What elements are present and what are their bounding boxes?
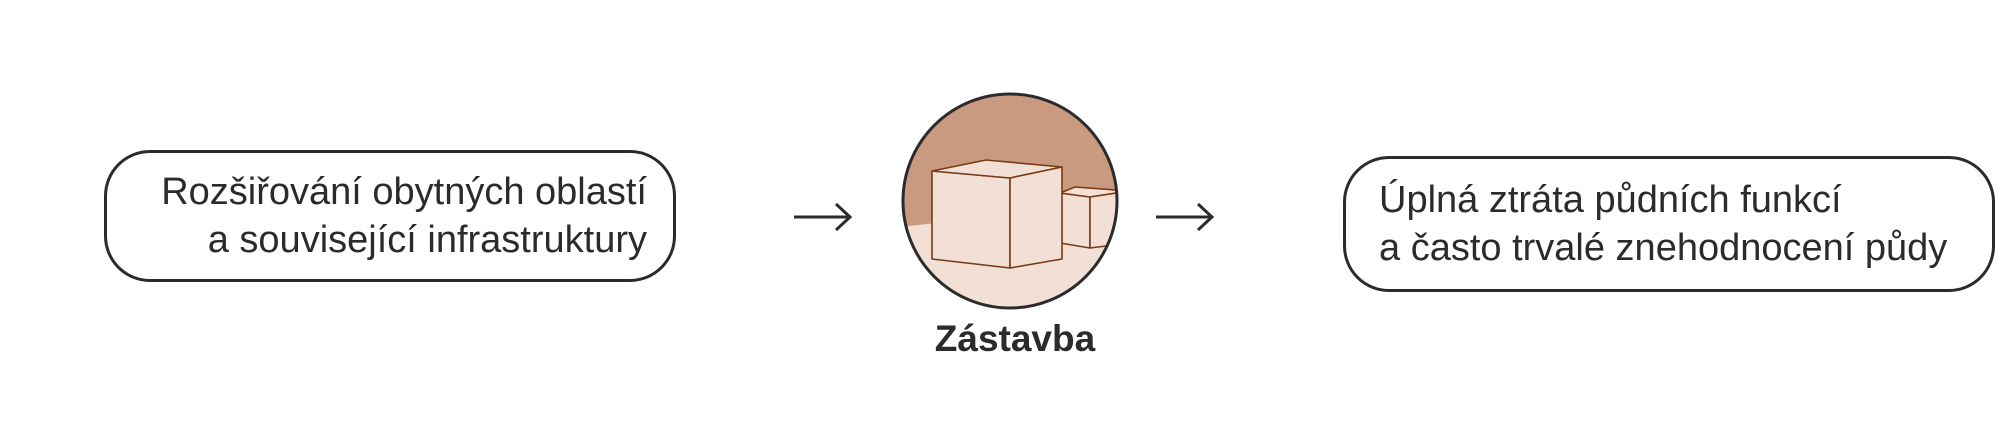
cause-box: Rozšiřování obytných oblastí a souvisejí… xyxy=(104,150,676,282)
effect-line-1: Úplná ztráta půdních funkcí xyxy=(1379,179,1842,221)
buildings-icon xyxy=(901,92,1119,310)
arrow-right-icon xyxy=(1156,202,1215,232)
effect-box: Úplná ztráta půdních funkcí a často trva… xyxy=(1343,156,1995,292)
cause-line-1: Rozšiřování obytných oblastí xyxy=(161,171,647,213)
development-icon-container xyxy=(900,91,1120,316)
effect-line-2: a často trvalé znehodnocení půdy xyxy=(1379,227,1948,269)
development-caption: Zástavba xyxy=(934,318,1096,359)
cause-line-2: a související infrastruktury xyxy=(207,219,647,261)
arrow-right-icon xyxy=(794,202,853,232)
